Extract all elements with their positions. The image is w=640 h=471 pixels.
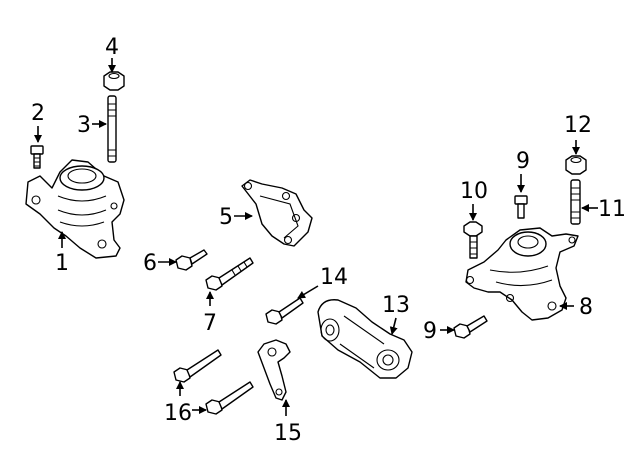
stud-icon: [107, 95, 117, 163]
bracket-icon: [257, 339, 291, 401]
callout-labels: 1 2 3 4 5 6 7 8 9 9 10 11 12 13 14 15 16: [31, 35, 626, 446]
transmission-mount-icon: [465, 227, 579, 321]
bolt-icon: [30, 145, 44, 169]
bolt-icon: [205, 257, 254, 291]
bolt-icon: [463, 221, 483, 259]
callout-13: 13: [382, 293, 410, 318]
callout-4: 4: [105, 35, 119, 60]
callout-12: 12: [564, 113, 592, 138]
callout-11: 11: [598, 197, 626, 222]
bolt-icon: [173, 349, 254, 415]
torque-strut-icon: [317, 299, 413, 379]
bolt-icon: [514, 195, 528, 219]
callout-2: 2: [31, 101, 45, 126]
callout-1: 1: [55, 251, 69, 276]
bolt-icon: [453, 315, 488, 339]
callout-9-upper: 9: [516, 149, 530, 174]
callout-5: 5: [219, 205, 233, 230]
callout-15: 15: [274, 421, 302, 446]
callout-3: 3: [77, 113, 91, 138]
engine-mount-icon: [25, 159, 125, 259]
bracket-icon: [241, 179, 313, 247]
callout-7: 7: [203, 311, 217, 336]
callout-10: 10: [460, 179, 488, 204]
callout-6: 6: [143, 251, 157, 276]
nut-icon: [103, 71, 125, 91]
bolt-icon: [265, 297, 304, 325]
nut-icon: [565, 155, 587, 175]
callout-9-lower: 9: [423, 319, 437, 344]
callout-16: 16: [164, 401, 192, 426]
callout-14: 14: [320, 265, 348, 290]
leader-arrows: [34, 58, 598, 416]
bolt-icon: [175, 249, 208, 271]
stud-icon: [570, 179, 581, 225]
callout-8: 8: [579, 295, 593, 320]
